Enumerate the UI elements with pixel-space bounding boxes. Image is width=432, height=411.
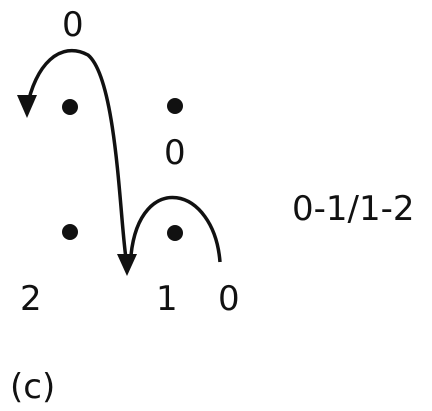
panel-label: (c) xyxy=(10,367,56,407)
notation-label: 0-1/1-2 xyxy=(292,189,415,229)
dot-top-left xyxy=(62,99,78,115)
top-arc-label: 0 xyxy=(62,5,84,45)
outer-arrowhead-left xyxy=(17,95,37,118)
position-label-2: 2 xyxy=(20,279,42,319)
inner-arc xyxy=(129,195,222,263)
dot-bottom-right xyxy=(167,225,183,241)
position-label-1: 1 xyxy=(156,279,178,319)
outer-arrowhead-bottom xyxy=(117,254,137,276)
dot-bottom-left xyxy=(62,224,78,240)
dot-top-right xyxy=(167,98,183,114)
position-label-0: 0 xyxy=(218,279,240,319)
outer-arc xyxy=(25,48,129,266)
inner-arc-label: 0 xyxy=(164,133,186,173)
